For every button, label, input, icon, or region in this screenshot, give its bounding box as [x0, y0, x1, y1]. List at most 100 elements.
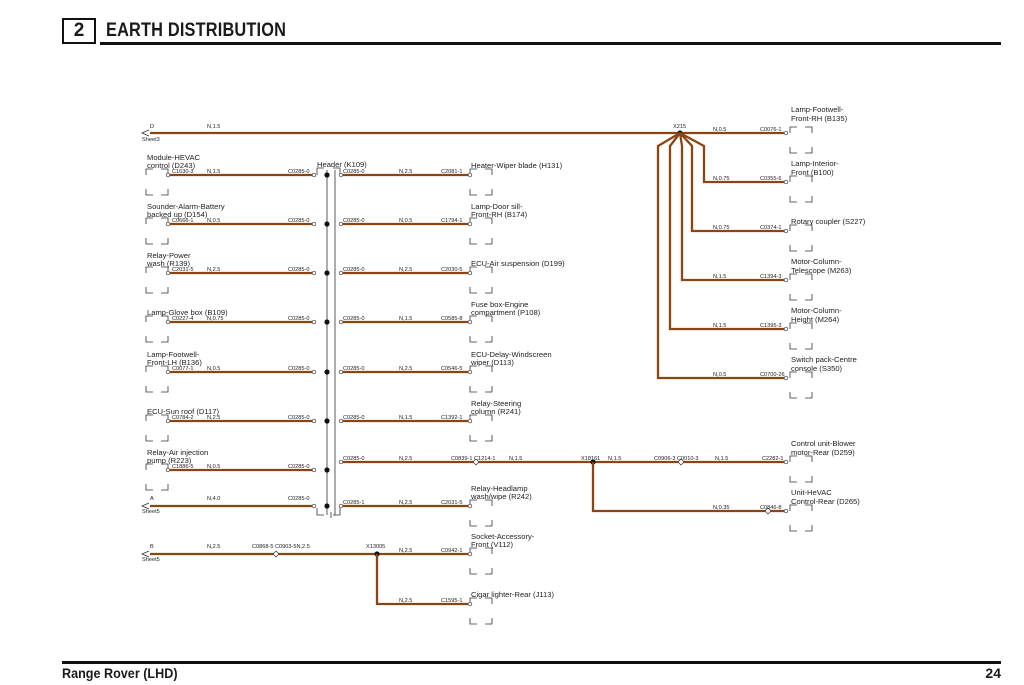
- header-bus: [326, 170, 336, 515]
- left-component-name: Module-HEVAC: [147, 153, 201, 162]
- mid-wire-size: N,0.5: [399, 218, 412, 224]
- left-component-connector-bottom: [145, 386, 169, 393]
- left-component-name: wash (R139): [146, 259, 191, 268]
- header-out-pin: [338, 503, 344, 509]
- left-connector-id: C2031-5: [172, 267, 193, 273]
- header-pin: [311, 270, 317, 276]
- header-connector-id: C0285-0: [288, 218, 309, 224]
- sheet-ref-b-arrow: [140, 550, 150, 558]
- left-component-name: Lamp-Footwell-: [147, 350, 200, 359]
- right-component-connector-bottom: [789, 476, 813, 483]
- header-out-pin: [338, 221, 344, 227]
- mid-component-name: Socket-Accessory-: [471, 532, 535, 541]
- header-connector-id: C0285-0: [288, 267, 309, 273]
- mid-connector-id: C1794-1: [441, 218, 462, 224]
- right-earth-wire: [679, 132, 784, 233]
- row8-wire-size: N,1.5: [715, 456, 728, 462]
- mid-component-connector-bottom: [469, 520, 493, 527]
- right-connector-id: C1394-3: [760, 274, 781, 280]
- right-wire-size: N,0.5: [713, 372, 726, 378]
- right-component-connector-top: [789, 273, 813, 280]
- header-splice: [324, 270, 330, 276]
- mid-pin: [467, 601, 473, 607]
- header-connector-id: C0285-0: [288, 464, 309, 470]
- right-wire-size: N,0.35: [713, 505, 729, 511]
- sheet-ref-d-sheet: Sheet3: [142, 137, 160, 143]
- inline-connector-c0839: [472, 458, 480, 466]
- header-out-pin: [338, 418, 344, 424]
- mid-pin: [467, 319, 473, 325]
- left-pin: [165, 418, 171, 424]
- mid-wire-size: N,2.5: [399, 500, 412, 506]
- header-splice: [324, 467, 330, 473]
- right-connector-id: C0846-8: [760, 505, 781, 511]
- mid-connector-id: C1392-1: [441, 415, 462, 421]
- right-wire-size: N,0.75: [713, 176, 729, 182]
- mid-wire-size: N,2.5: [399, 548, 412, 554]
- right-component-name: Telescope (M263): [791, 266, 852, 275]
- header-pin: [311, 467, 317, 473]
- left-pin: [165, 369, 171, 375]
- right-component-name: Switch pack-Centre: [791, 355, 857, 364]
- header-k109-top: [316, 167, 341, 175]
- right-pin: [783, 459, 789, 465]
- right-component-name: Front-RH (B135): [791, 114, 848, 123]
- header-out-connector-id: C0285-0: [343, 456, 364, 462]
- right-component-name: Rotary coupler (S227): [791, 217, 866, 226]
- inline-connector-c0906: [677, 458, 685, 466]
- mid-component-name: Relay-Headlamp: [471, 484, 528, 493]
- right-pin: [783, 375, 789, 381]
- left-pin: [165, 467, 171, 473]
- left-connector-id: C0077-1: [172, 366, 193, 372]
- header-out-pin: [338, 172, 344, 178]
- mid-component-connector-bottom: [469, 189, 493, 196]
- left-connector-id: C0784-2: [172, 415, 193, 421]
- header-splice: [324, 418, 330, 424]
- right-component-connector-top: [789, 175, 813, 182]
- right-component-name: Lamp-Interior-: [791, 159, 839, 168]
- page-header: 2 EARTH DISTRIBUTION: [0, 0, 1024, 48]
- footer-rule: [62, 661, 1001, 664]
- left-wire-size: N,1.5: [207, 169, 220, 175]
- header-splice: [324, 221, 330, 227]
- sheet-ref-d-arrow: [140, 129, 150, 137]
- header-out-connector-id: C0285-0: [343, 415, 364, 421]
- mid-component-name: column (R241): [471, 407, 521, 416]
- left-component-name: backed up (D154): [147, 210, 208, 219]
- sheet-ref-b-letter: B: [150, 544, 154, 550]
- header-out-connector-id: C0285-0: [343, 169, 364, 175]
- left-component-connector-bottom: [145, 287, 169, 294]
- mid-wire-size: N,2.5: [399, 169, 412, 175]
- right-component-name: console (S350): [791, 364, 843, 373]
- mid-pin: [467, 221, 473, 227]
- mid-connector-id: C0942-1: [441, 548, 462, 554]
- right-component-connector-bottom: [789, 343, 813, 350]
- vehicle-name: Range Rover (LHD): [62, 665, 178, 681]
- mid-connector-id: C0546-5: [441, 366, 462, 372]
- left-pin: [165, 172, 171, 178]
- right-connector-id: C0076-1: [760, 127, 781, 133]
- mid-component-connector-bottom: [469, 336, 493, 343]
- mid-wire-size: N,1.5: [399, 415, 412, 421]
- left-connector-id: C0227-4: [172, 316, 193, 322]
- splice-x215-label: X215: [673, 124, 686, 130]
- left-component-name: Relay-Power: [147, 251, 191, 260]
- left-wire-size: N,2.5: [207, 415, 220, 421]
- header-out-pin: [338, 319, 344, 325]
- mid-connector-id: C2031-5: [441, 500, 462, 506]
- row8-wire-size: N,2.5: [399, 456, 412, 462]
- splice-x18161-label: X18161: [581, 456, 600, 462]
- left-component-name: control (D243): [147, 161, 196, 170]
- header-connector-id: C0285-0: [288, 169, 309, 175]
- left-component-name: Front-LH (B136): [147, 358, 202, 367]
- mid-pin: [467, 503, 473, 509]
- header-connector-id: C0285-0: [288, 366, 309, 372]
- mid-component-name: ECU-Delay-Windscreen: [471, 350, 552, 359]
- mid-component-name: wash/wipe (R242): [470, 492, 532, 501]
- header-connector-id: C0285-0: [288, 415, 309, 421]
- right-component-connector-top: [789, 224, 813, 231]
- left-wire-size: N,0.5: [207, 366, 220, 372]
- mid-component-connector-bottom: [469, 238, 493, 245]
- left-pin: [165, 221, 171, 227]
- right-connector-id: C0374-1: [760, 225, 781, 231]
